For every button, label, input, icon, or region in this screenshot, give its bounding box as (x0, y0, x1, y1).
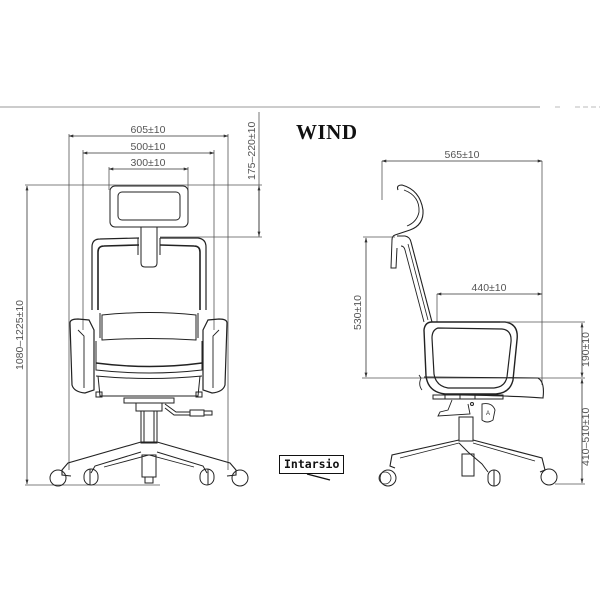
dim-overall-depth: 565±10 (445, 149, 480, 161)
dim-overall-height: 1080–1225±10 (14, 300, 26, 370)
dim-headrest-width: 300±10 (131, 157, 166, 169)
dim-seat-height: 410–510±10 (580, 408, 592, 466)
dim-backrest-height: 530±10 (352, 295, 364, 330)
dim-overall-width: 605±10 (131, 124, 166, 136)
brand-logo: Intarsio (279, 455, 345, 474)
product-title: WIND (296, 120, 358, 144)
logo-underline (306, 473, 331, 481)
mechanism-label: A (486, 411, 490, 417)
dim-backrest-width: 500±10 (131, 141, 166, 153)
dim-armrest-height: 190±10 (580, 332, 592, 367)
front-view (25, 112, 262, 487)
side-view (362, 159, 585, 487)
dim-headrest-adjustment: 175–220±10 (246, 122, 258, 180)
dim-seat-depth: 440±10 (472, 282, 507, 294)
